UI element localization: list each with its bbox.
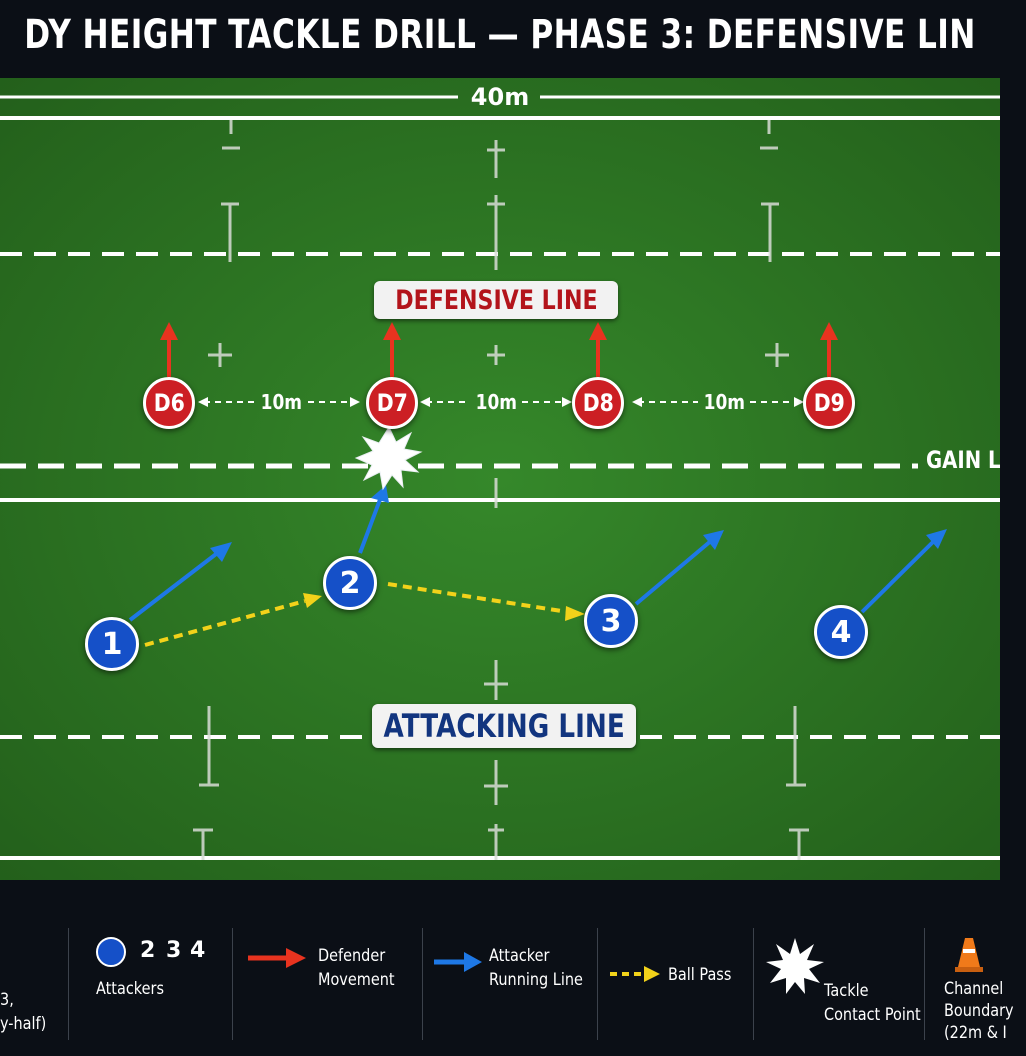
attacker-1: 1 <box>85 617 139 671</box>
legend-attacker-number: 2 <box>140 938 156 963</box>
tackle-contact-burst <box>354 425 423 491</box>
pitch <box>0 78 1000 880</box>
legend-partial-left: 3,y-half) <box>0 990 47 1034</box>
attacking-line-label: ATTACKING LINE <box>372 704 636 748</box>
defensive-line-label: DEFENSIVE LINE <box>374 281 618 319</box>
field-markings <box>193 120 809 860</box>
legend-divider <box>422 928 423 1040</box>
legend-divider <box>232 928 233 1040</box>
legend-divider <box>68 928 69 1040</box>
defender-gap-label: 10m <box>260 390 302 414</box>
title-bar: DY HEIGHT TACKLE DRILL — PHASE 3: DEFENS… <box>0 0 1000 78</box>
defender-movement-arrows <box>160 322 838 377</box>
defender-gap-label: 10m <box>475 390 517 414</box>
red-arrow-icon <box>248 948 306 968</box>
blue-arrow-icon <box>434 952 482 972</box>
legend-attacker-number: 4 <box>190 938 206 963</box>
attacker-2: 2 <box>323 556 377 610</box>
legend-ball-pass: Ball Pass <box>668 965 732 985</box>
defender-d9: D9 <box>803 377 855 429</box>
defender-spacing-arrowheads <box>198 397 804 407</box>
cone-icon <box>955 938 983 972</box>
pitch-width-label: 40m <box>470 83 530 111</box>
solid-lines <box>0 116 1000 860</box>
defender-gap-label: 10m <box>703 390 745 414</box>
attacker-4: 4 <box>814 605 868 659</box>
attacker-3: 3 <box>584 594 638 648</box>
pitch-grass <box>0 78 1000 880</box>
ball-pass-lines <box>144 582 569 647</box>
legend-divider <box>597 928 598 1040</box>
ball-pass-arrowheads <box>303 593 585 621</box>
starburst-icon <box>766 938 824 994</box>
defender-d7: D7 <box>366 377 418 429</box>
legend-divider <box>924 928 925 1040</box>
dashed-lines <box>0 252 1000 739</box>
defender-d6: D6 <box>143 377 195 429</box>
attacker-legend-circle-icon <box>96 937 126 967</box>
defender-d8: D8 <box>572 377 624 429</box>
legend-attackers-label: Attackers <box>96 979 164 999</box>
drill-title: DY HEIGHT TACKLE DRILL — PHASE 3: DEFENS… <box>24 12 976 58</box>
legend-divider <box>753 928 754 1040</box>
attacker-running-lines <box>128 485 947 622</box>
gain-line-label: GAIN L <box>926 446 1001 474</box>
legend-attacker-number: 3 <box>166 938 182 963</box>
yellow-dashed-arrow-icon <box>610 966 660 982</box>
